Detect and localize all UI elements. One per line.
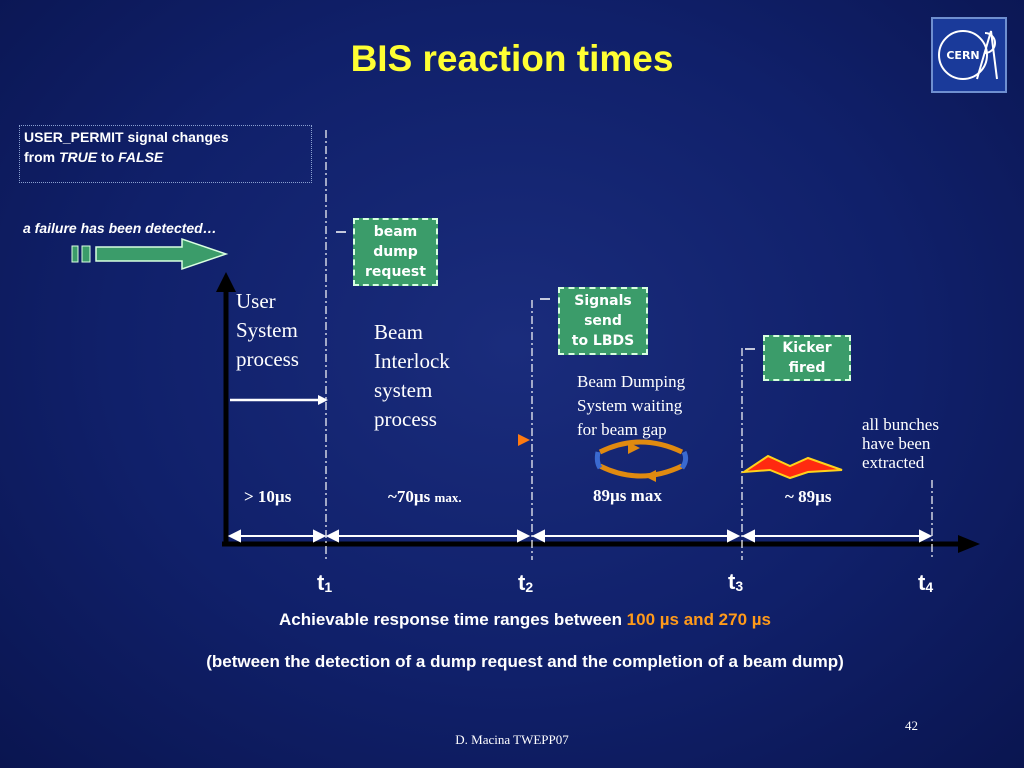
waiting-cycle-icon (594, 439, 689, 479)
interval-3-head-right (727, 529, 741, 543)
from-text: from (24, 149, 59, 165)
signals-box-line-2: send (584, 313, 622, 329)
done-line-3: extracted (862, 453, 925, 472)
cern-logo-mark: CERN (938, 30, 998, 80)
signal-name: USER_PERMIT (24, 129, 124, 145)
duration-2-main: ~70µs (388, 487, 431, 506)
x-axis-arrowhead (958, 535, 980, 553)
kicker-lightning-icon (740, 454, 843, 480)
t2-label: t2 (518, 570, 534, 595)
kicker-box-line-1: Kicker (782, 340, 832, 356)
failure-arrow (95, 237, 229, 271)
lbds-line-2: System waiting (577, 396, 683, 415)
lbds-line-1: Beam Dumping (577, 372, 686, 391)
interval-2-head-right (517, 529, 531, 543)
to-text: to (97, 149, 119, 165)
summary-prefix: Achievable response time ranges between (278, 610, 627, 629)
user-permit-note: USER_PERMIT signal changes from TRUE to … (19, 125, 312, 183)
cycle-arrowhead-1 (628, 442, 640, 454)
duration-2: ~70µs max. (388, 487, 462, 507)
signals-box-line-3: to LBDS (571, 333, 635, 349)
response-time-explanation: (between the detection of a dump request… (206, 652, 844, 671)
beam-interlock-process-label: Beam Interlock system process (374, 318, 450, 434)
lbds-line-3: for beam gap (577, 420, 667, 439)
interval-3-head-left (531, 529, 545, 543)
y-axis-arrowhead (216, 272, 236, 292)
summary-range: 100 µs and 270 µs (626, 610, 772, 629)
bis-process-arrowhead (518, 434, 530, 446)
user-process-arrowhead (318, 395, 328, 405)
user-system-process-label: User System process (236, 287, 299, 374)
interval-1-head-right (313, 529, 327, 543)
bis-process-line-3: system (374, 378, 433, 402)
cycle-arrowhead-2 (644, 470, 656, 482)
duration-4: ~ 89µs (785, 487, 832, 506)
footer-author: D. Macina TWEPP07 (455, 732, 569, 747)
done-line-1: all bunches (862, 415, 939, 434)
dump-box-line-1: beam (373, 224, 418, 240)
user-process-line-3: process (236, 347, 299, 371)
failure-detected-text: a failure has been detected… (23, 220, 217, 236)
t1-label: t1 (317, 570, 333, 595)
interval-4-head-right (919, 529, 933, 543)
interval-1-head-left (227, 529, 241, 543)
kicker-fired-box: Kicker fired (763, 335, 851, 381)
bunches-extracted-label: all bunches have been extracted (862, 415, 939, 472)
dump-box-line-2: dump (373, 244, 418, 260)
page-number: 42 (905, 718, 918, 733)
duration-3: 89µs max (593, 486, 662, 505)
duration-1: > 10µs (244, 487, 292, 506)
interval-4-head-left (741, 529, 755, 543)
page-title: BIS reaction times (350, 38, 674, 79)
beam-dump-request-box: beam dump request (353, 218, 438, 286)
interval-2-head-left (325, 529, 339, 543)
bis-process-line-2: Interlock (374, 349, 450, 373)
lbds-waiting-label: Beam Dumping System waiting for beam gap (577, 370, 685, 442)
done-line-2: have been (862, 434, 931, 453)
logo-text: CERN (946, 49, 979, 62)
response-time-summary: Achievable response time ranges between … (0, 610, 1024, 630)
signals-box-line-1: Signals (574, 293, 632, 309)
signals-to-lbds-box: Signals send to LBDS (558, 287, 648, 355)
user-process-line-2: System (236, 318, 298, 342)
signal-change-text: signal changes (123, 129, 229, 145)
false-value: FALSE (118, 149, 164, 165)
failure-bar-1 (71, 245, 79, 263)
cern-logo: CERN (931, 17, 1007, 93)
bis-process-line-1: Beam (374, 320, 423, 344)
user-process-line-1: User (236, 289, 276, 313)
duration-2-small: max. (434, 490, 462, 505)
bis-process-line-4: process (374, 407, 437, 431)
t3-label: t3 (728, 569, 744, 594)
kicker-box-line-2: fired (788, 360, 826, 376)
true-value: TRUE (59, 149, 98, 165)
t4-label: t4 (918, 570, 934, 595)
dump-box-line-3: request (365, 264, 426, 280)
failure-bar-2 (81, 245, 91, 263)
